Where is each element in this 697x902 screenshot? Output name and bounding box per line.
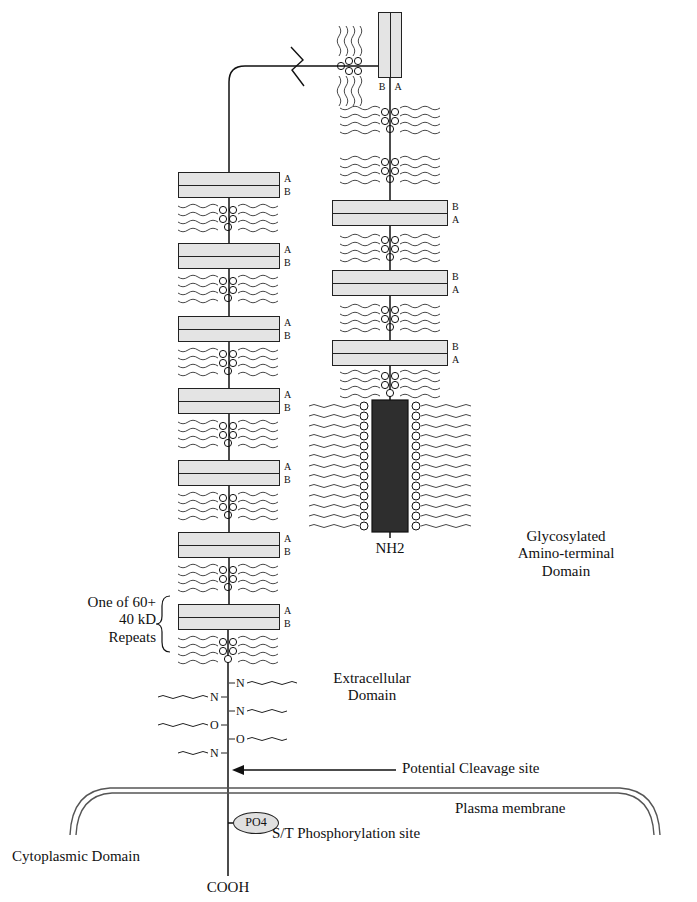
backbone-connector [229, 66, 378, 172]
subdomain-letter: A [284, 172, 291, 185]
domain-divider [179, 329, 279, 330]
repeat-bracket-note: One of 60+ 40 kD Repeats [78, 594, 156, 646]
linkage-letter: N [236, 704, 248, 718]
domain-divider [333, 283, 447, 284]
subdomain-letter: B [284, 401, 291, 414]
backbone-connector [389, 296, 391, 340]
subdomain-letter: B [284, 617, 291, 630]
domain-divider [179, 256, 279, 257]
backbone-connector [228, 558, 230, 604]
region-label: Extracellular Domain [322, 670, 422, 705]
subdomain-letter: A [284, 532, 291, 545]
backbone-connector [389, 78, 391, 200]
subdomain-letter: B [452, 200, 459, 213]
callout-label: Potential Cleavage site [402, 760, 577, 777]
repeat-domain-box: AB [178, 388, 280, 414]
repeat-domain-box: BA [332, 340, 448, 366]
backbone-connector [228, 269, 230, 316]
subdomain-letter: B [284, 329, 291, 342]
linkage-letter: O [210, 718, 222, 732]
linkage-letter: N [210, 746, 222, 760]
repeat-domain-box: AB [178, 460, 280, 486]
subdomain-letter: A [452, 283, 459, 296]
subdomain-letter: A [284, 604, 291, 617]
subdomain-letter: A [394, 80, 402, 93]
subdomain-letter: A [284, 316, 291, 329]
repeat-domain-box: AB [178, 532, 280, 558]
domain-divider [179, 401, 279, 402]
domain-divider [333, 353, 447, 354]
repeat-domain-box: BA [332, 270, 448, 296]
linkage-letter: N [210, 690, 222, 704]
repeat-domain-box: AB [178, 172, 280, 198]
repeat-domain-box: AB [178, 604, 280, 630]
terminus-label: NH2 [360, 540, 420, 557]
domain-divider [179, 617, 279, 618]
subdomain-letter: A [452, 213, 459, 226]
subdomain-letter: B [378, 80, 386, 93]
subdomain-letter: B [284, 185, 291, 198]
linkage-letter: N [236, 676, 248, 690]
subdomain-letter: A [452, 353, 459, 366]
terminus-label: COOH [198, 879, 258, 896]
domain-divider [390, 13, 391, 77]
phosphate-label: PO4 [234, 813, 278, 832]
membrane-label: Plasma membrane [455, 800, 605, 817]
region-label: Cytoplasmic Domain [12, 848, 182, 865]
subdomain-letter: A [284, 460, 291, 473]
backbone-connector [228, 198, 230, 243]
subdomain-letter: B [452, 340, 459, 353]
repeat-domain-box: AB [178, 316, 280, 342]
domain-divider [179, 185, 279, 186]
region-label: Glycosylated Amino-terminal Domain [510, 528, 622, 580]
subdomain-letter: B [284, 256, 291, 269]
callout-label: S/T Phosphorylation site [272, 825, 462, 842]
subdomain-letter: B [284, 473, 291, 486]
repeat-domain-box: BA [332, 200, 448, 226]
domain-divider [179, 473, 279, 474]
backbone-connector [228, 414, 230, 460]
repeat-domain-box: AB [178, 243, 280, 269]
subdomain-letter: B [452, 270, 459, 283]
domain-divider [179, 545, 279, 546]
backbone-connector [389, 226, 391, 270]
linkage-letter: O [236, 732, 248, 746]
domain-divider [333, 213, 447, 214]
repeat-domain-box: BA [378, 12, 402, 78]
backbone-connector [228, 486, 230, 532]
backbone-connector [228, 342, 230, 388]
subdomain-letter: A [284, 388, 291, 401]
subdomain-letter: B [284, 545, 291, 558]
subdomain-letter: A [284, 243, 291, 256]
